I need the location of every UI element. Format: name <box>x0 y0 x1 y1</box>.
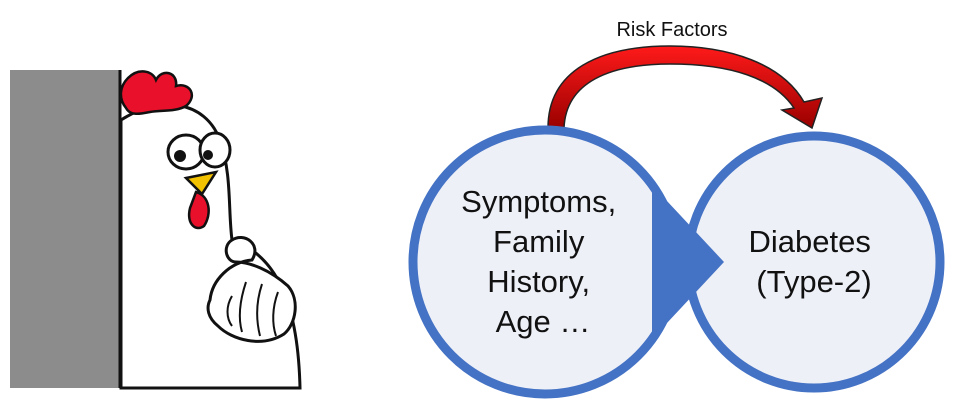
left-node-text: Symptoms, Family History, Age … <box>461 184 625 339</box>
right-pupil-icon <box>203 150 213 160</box>
left-pupil-icon <box>174 150 186 162</box>
left-node-line: Symptoms, <box>461 184 616 219</box>
finger-line <box>256 283 263 337</box>
right-node-text: Diabetes (Type-2) <box>749 224 880 299</box>
left-node-line: History, <box>487 264 590 299</box>
chicken-illustration <box>0 0 330 413</box>
left-node-circle <box>408 125 682 399</box>
connector-arrow-icon <box>652 185 724 339</box>
left-node-line: Family <box>493 224 585 259</box>
arrow-label: Risk Factors <box>616 19 727 41</box>
chicken-svg <box>10 70 302 390</box>
right-node-line: (Type-2) <box>756 264 871 299</box>
risk-arrow-icon <box>547 45 824 130</box>
right-eye-icon <box>198 131 232 169</box>
right-node-line: Diabetes <box>749 224 871 259</box>
right-node-circle <box>683 131 945 393</box>
gray-wall <box>10 70 120 388</box>
left-node-line: Age … <box>496 304 591 339</box>
finger-line <box>272 291 279 337</box>
finger-line <box>226 295 233 327</box>
finger-line <box>238 281 247 333</box>
comb-icon <box>119 70 194 115</box>
risk-diagram: Risk Factors Symptoms, Family History, A… <box>390 0 956 413</box>
risk-diagram-svg: Risk Factors Symptoms, Family History, A… <box>408 19 945 399</box>
wattle-icon <box>187 190 210 230</box>
beak-icon <box>183 170 219 196</box>
